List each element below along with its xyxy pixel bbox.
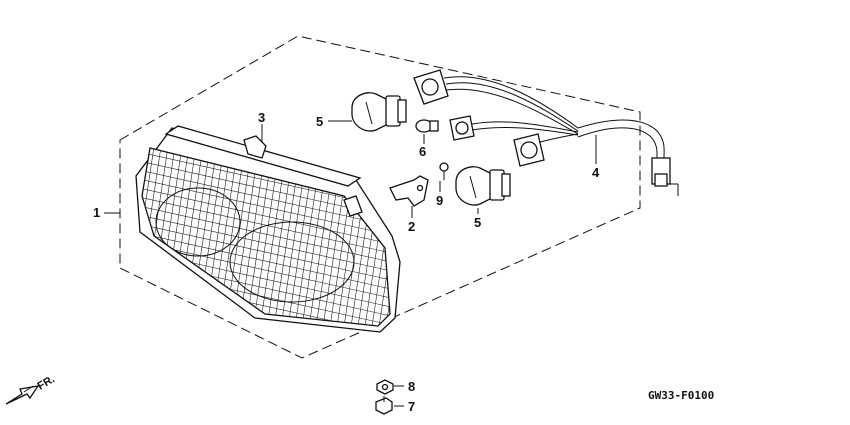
- bulb-upper: [351, 92, 407, 132]
- bulb-lower: [455, 166, 511, 206]
- callout-6: 6: [419, 144, 426, 159]
- callout-5-upper: 5: [316, 114, 323, 129]
- mounting-bracket: [389, 175, 429, 207]
- callout-9: 9: [436, 193, 443, 208]
- callout-1: 1: [93, 205, 100, 220]
- callout-4: 4: [592, 165, 600, 180]
- callout-3: 3: [258, 110, 265, 125]
- front-direction-arrow: FR.: [5, 373, 57, 405]
- callout-5-lower: 5: [474, 215, 481, 230]
- callout-8: 8: [408, 379, 415, 394]
- headlight-housing: [135, 125, 401, 333]
- bolt: [375, 396, 393, 415]
- wire-harness: [413, 69, 679, 196]
- screw: [439, 162, 449, 180]
- diagram-code: GW33-F0100: [648, 389, 714, 402]
- position-bulb: [415, 119, 439, 133]
- assembly-boundary: [119, 35, 641, 359]
- nut: [376, 379, 394, 395]
- callout-7: 7: [408, 399, 415, 414]
- callout-2: 2: [408, 219, 415, 234]
- leader-lines: [104, 120, 597, 407]
- arrow-icon: [5, 385, 40, 405]
- direction-label: FR.: [36, 373, 57, 392]
